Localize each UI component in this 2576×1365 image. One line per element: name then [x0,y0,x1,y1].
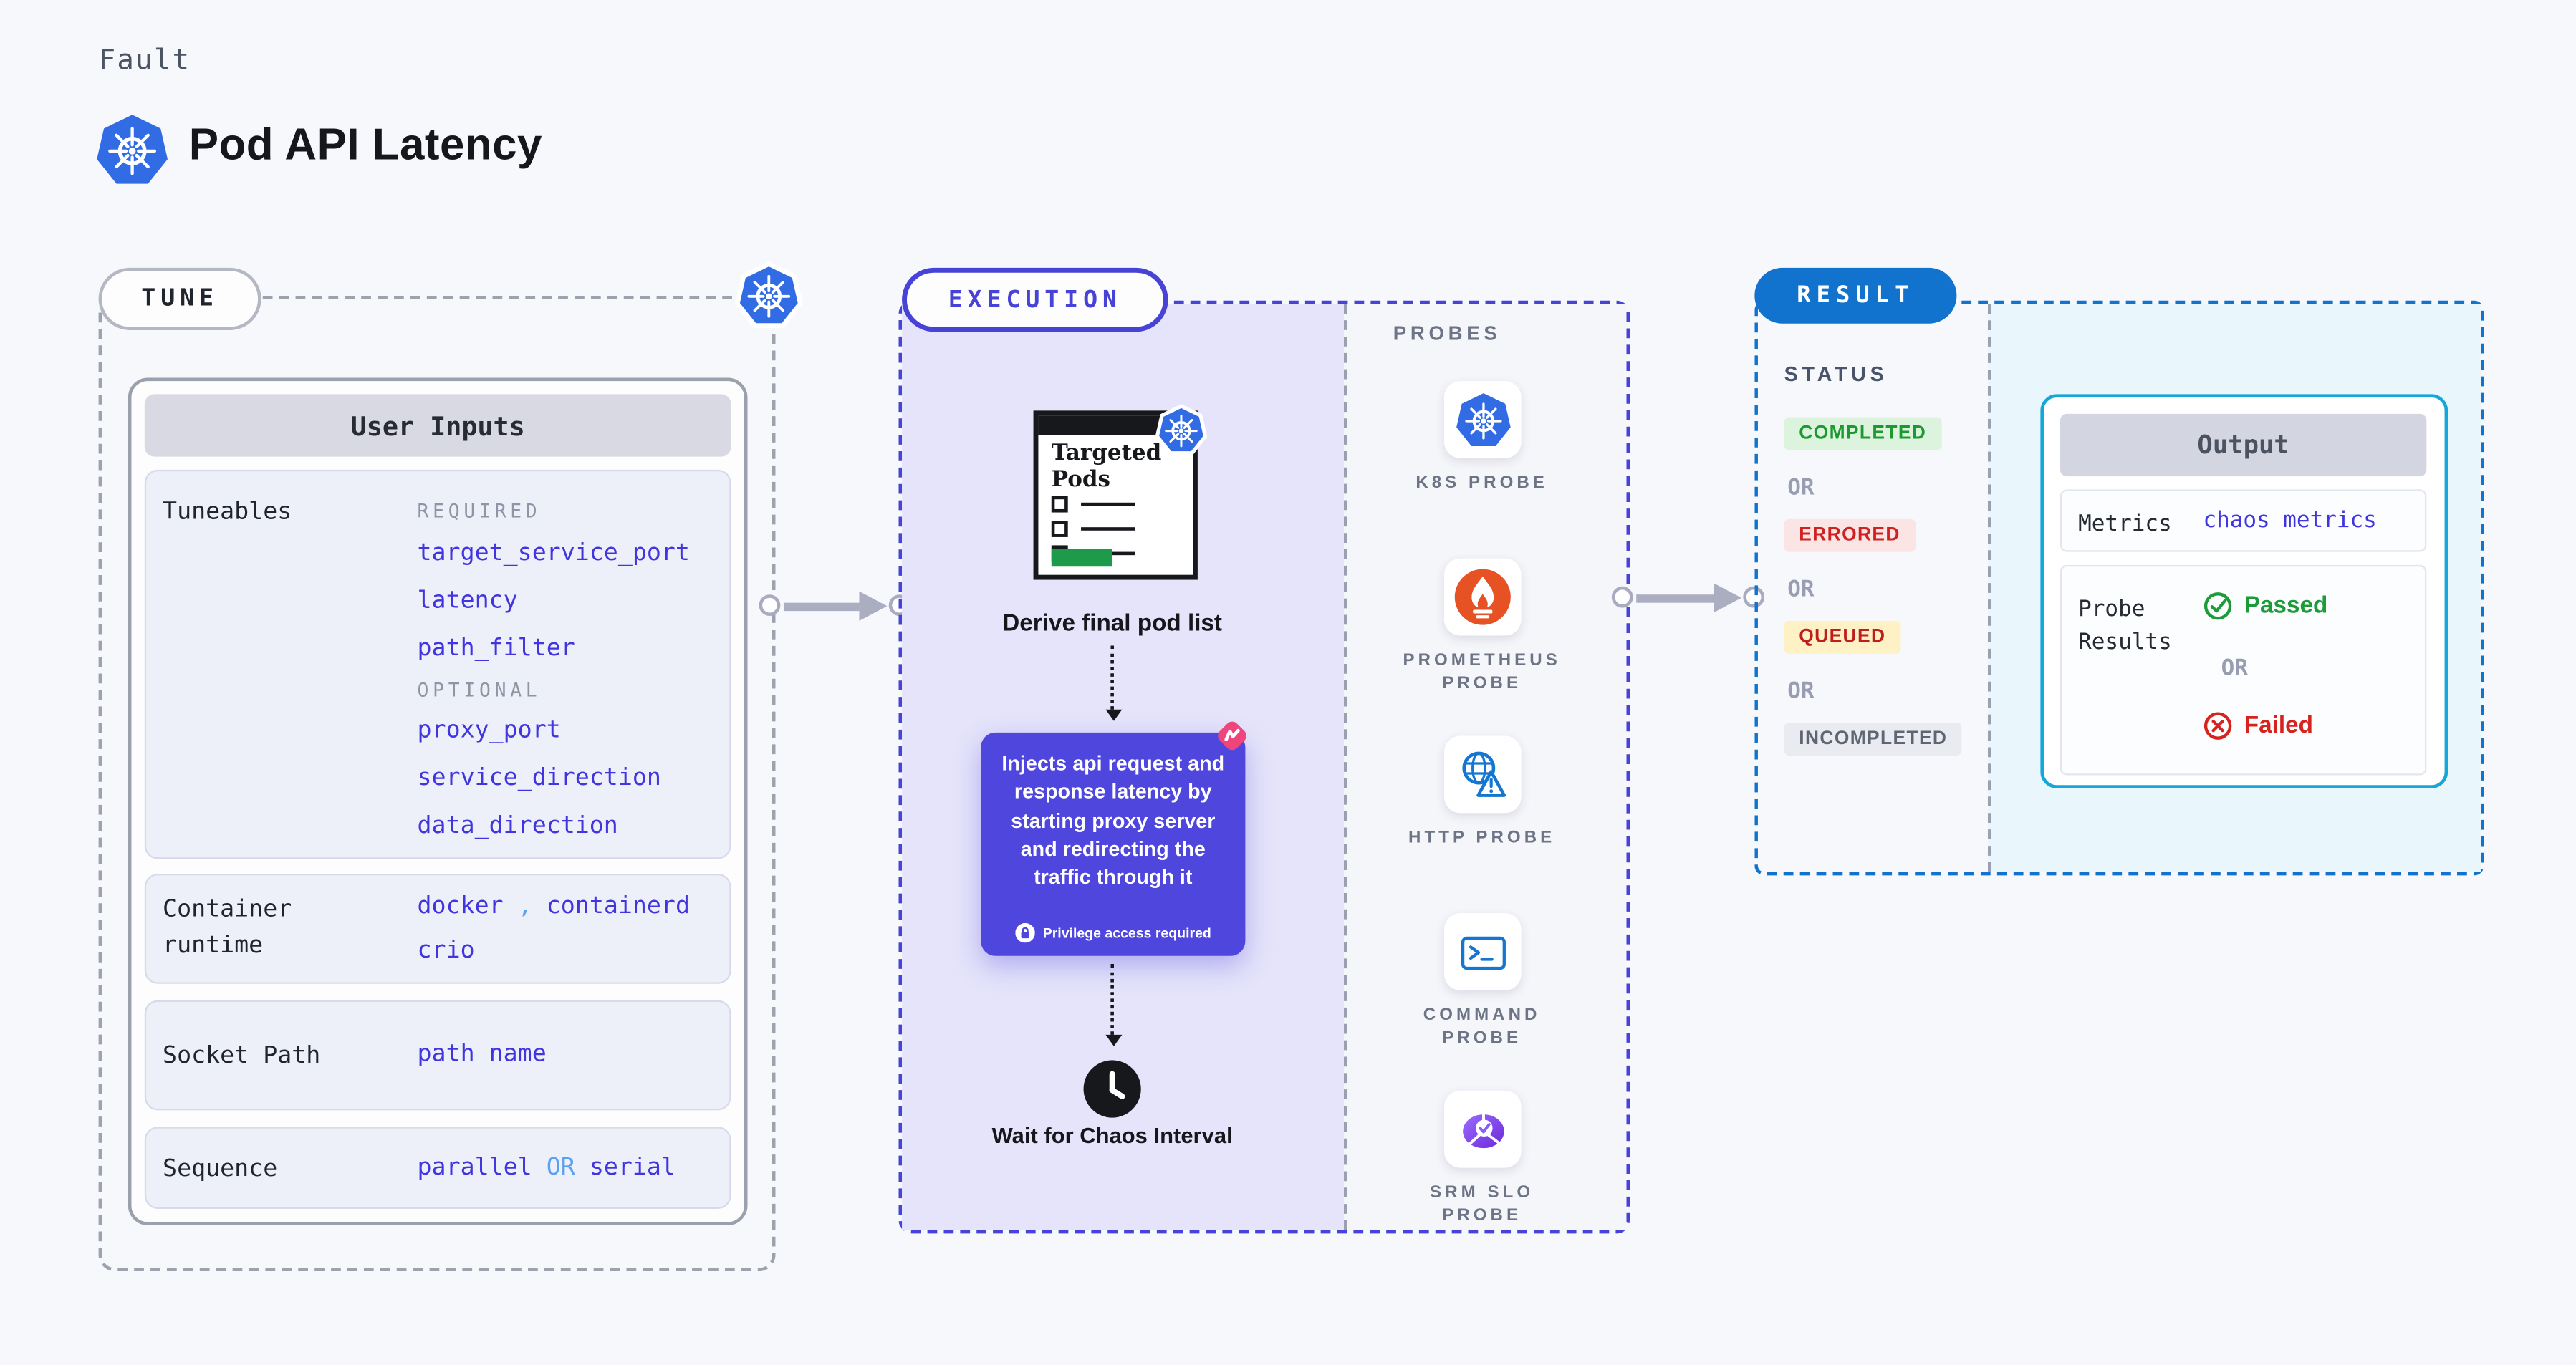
kubernetes-icon [1155,404,1207,456]
output-box: Output Metrics chaos metrics Probe Resul… [2040,394,2448,788]
status-badge-incompleted: INCOMPLETED [1784,723,1963,756]
status-badge-completed: COMPLETED [1784,417,1941,450]
passed-result: Passed [2203,592,2327,621]
probe-name: HTTP PROBE [1408,827,1556,848]
checkbox-icon [1051,496,1068,513]
kubernetes-icon [94,112,171,189]
chaos-badge-icon [1214,718,1250,753]
arrow-down-icon [1105,709,1122,721]
probe-card-srm-slo [1443,1090,1522,1168]
probes-label: PROBES [1393,322,1501,345]
sequence-label: Sequence [163,1156,278,1183]
tuneables-card: Tuneables REQUIRED target_service_port l… [144,469,731,859]
probe-card-prometheus [1443,558,1522,636]
line-icon [1081,502,1135,506]
output-title: Output [2060,413,2427,477]
flow-arrow-head [1714,582,1742,612]
slo-check-icon [1451,1098,1514,1160]
tuneables-label: Tuneables [163,499,292,526]
kubernetes-icon [734,261,803,330]
socket-path-value: path name [417,1041,547,1068]
arrow-down-icon [1105,1034,1122,1046]
flow-arrow-line [1636,594,1714,602]
tuneable-required: target_service_port [417,540,690,567]
tune-pill: TUNE [98,267,261,330]
failed-result: Failed [2203,711,2313,741]
inject-description: Injects api request and response latency… [1001,752,1225,889]
x-circle-icon [2203,711,2232,741]
tuneable-required: latency [417,588,518,614]
container-runtime-label: Container runtime [163,897,292,959]
flow-connector-dot [1611,586,1633,608]
pod-checkbox-row [1051,496,1135,513]
status-label: STATUS [1784,362,1888,386]
dotted-connector [1110,645,1114,710]
progress-bar-icon [1051,548,1112,567]
probe-results-label: Probe Results [2078,596,2172,656]
probe-card-command [1443,913,1522,990]
status-badge-errored: ERRORED [1784,518,1916,552]
or-separator: OR [1787,576,1815,603]
terminal-icon [1455,924,1511,980]
probe-results-row: Probe Results Passed OR Failed [2060,564,2427,776]
user-inputs-title: User Inputs [144,394,731,457]
or-separator: OR [1787,678,1815,705]
tuneable-optional: data_direction [417,813,618,839]
tuneable-optional: proxy_port [417,718,561,744]
targeted-pods-title: Targeted Pods [1051,440,1162,493]
optional-label: OPTIONAL [417,678,542,702]
flow-connector-dot [759,594,781,617]
container-runtime-value: crio [417,937,475,965]
socket-path-label: Socket Path [163,1043,321,1070]
probe-name: K8S PROBE [1416,473,1548,493]
probe-name: COMMAND PROBE [1423,1005,1541,1048]
inject-description-box: Injects api request and response latency… [981,732,1246,956]
or-separator: OR [1787,474,1815,501]
clock-icon [1081,1058,1143,1120]
prometheus-icon [1452,566,1513,627]
tune-section [98,295,776,1272]
dotted-connector [1110,964,1114,1035]
probe-name: SRM SLO PROBE [1430,1182,1534,1225]
flow-arrow-head [859,590,888,620]
container-runtime-values: docker , containerd [417,893,691,920]
tuneable-optional: service_direction [417,765,661,792]
probe-card-k8s [1443,381,1522,458]
result-pill: RESULT [1754,267,1957,324]
flow-arrow-line [783,602,860,610]
globe-warning-icon [1453,745,1513,804]
metrics-row: Metrics chaos metrics [2060,489,2427,552]
pod-checkbox-row [1051,521,1135,537]
kubernetes-icon [1453,390,1513,450]
page-title: Pod API Latency [188,120,542,170]
fault-kicker: Fault [98,44,191,77]
sequence-card: Sequence parallel OR serial [144,1127,731,1209]
metrics-label: Metrics [2078,511,2172,537]
tuneable-required: path_filter [417,635,575,662]
sequence-value: parallel OR serial [417,1154,676,1181]
status-badge-queued: QUEUED [1784,620,1901,654]
execution-pill: EXECUTION [902,267,1168,332]
probe-card-http [1443,735,1522,814]
privilege-note: Privilege access required [981,923,1245,943]
container-runtime-card: Container runtime docker , containerd cr… [144,874,731,984]
check-circle-icon [2203,592,2232,621]
socket-path-card: Socket Path path name [144,1000,731,1111]
wait-chaos-caption: Wait for Chaos Interval [991,1123,1233,1149]
required-label: REQUIRED [417,499,542,523]
or-separator: OR [2221,655,2248,682]
lock-icon [1015,923,1035,943]
probe-name: PROMETHEUS PROBE [1403,650,1561,693]
metrics-value: chaos metrics [2203,507,2377,534]
flow-connector-dot [1743,586,1765,608]
line-icon [1081,526,1135,531]
derive-pod-list-caption: Derive final pod list [1002,611,1223,637]
checkbox-icon [1051,521,1068,537]
